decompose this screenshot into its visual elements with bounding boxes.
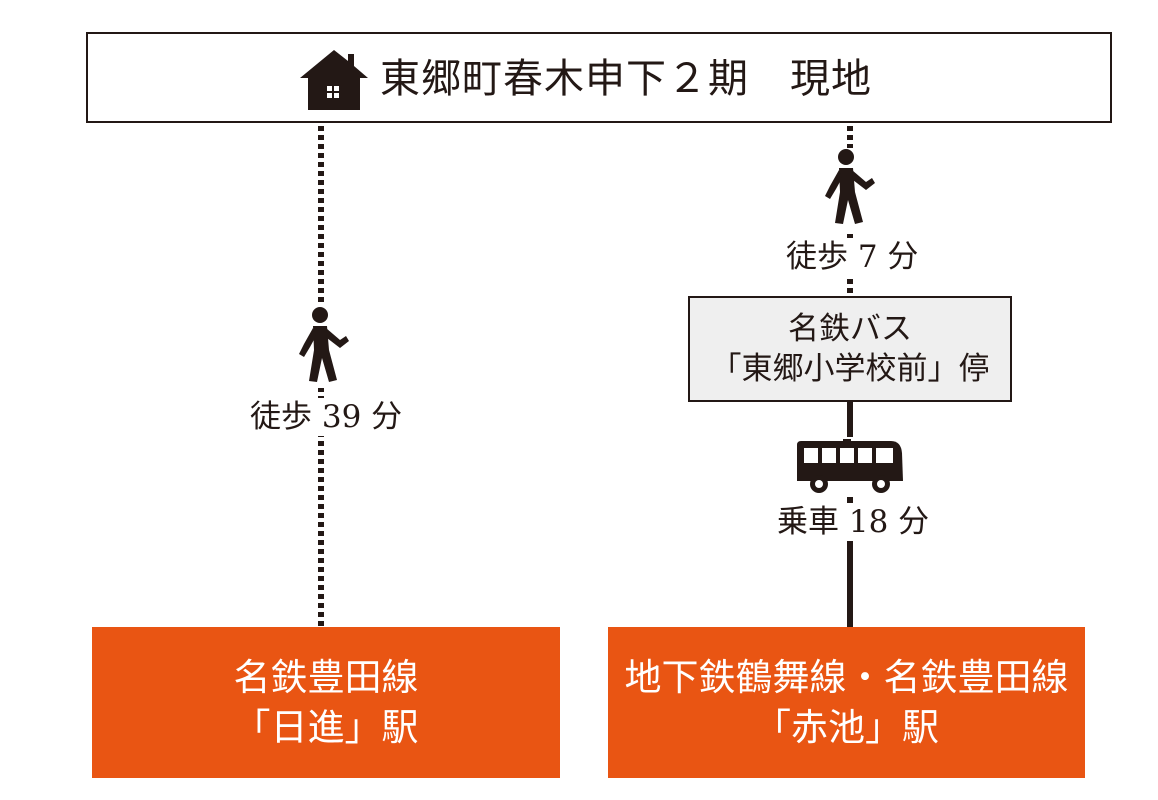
bus-company: 名鉄バス <box>788 311 912 347</box>
station-line-name: 名鉄豊田線 <box>233 656 419 699</box>
station-nisshin: 名鉄豊田線 「日進」駅 <box>92 627 560 778</box>
bus-stop-box: 名鉄バス 「東郷小学校前」停 <box>688 296 1012 402</box>
station-name: 「赤池」駅 <box>754 706 939 749</box>
site-title: 東郷町春木申下２期 現地 <box>380 56 872 102</box>
bus-icon <box>795 437 905 497</box>
station-name: 「日進」駅 <box>233 706 419 749</box>
site-location-box: 東郷町春木申下２期 現地 <box>86 32 1112 123</box>
station-line-name: 地下鉄鶴舞線・名鉄豊田線 <box>624 656 1069 699</box>
walking-person-icon <box>822 148 878 230</box>
station-akaike: 地下鉄鶴舞線・名鉄豊田線 「赤池」駅 <box>608 627 1085 778</box>
walking-person-icon <box>296 306 352 388</box>
left-walk-label: 徒歩 39 分 <box>246 398 407 436</box>
house-icon <box>300 50 368 110</box>
bus-ride-label: 乗車 18 分 <box>773 503 934 541</box>
right-walk-label: 徒歩 7 分 <box>782 238 923 276</box>
bus-stop-name: 「東郷小学校前」停 <box>710 351 990 387</box>
